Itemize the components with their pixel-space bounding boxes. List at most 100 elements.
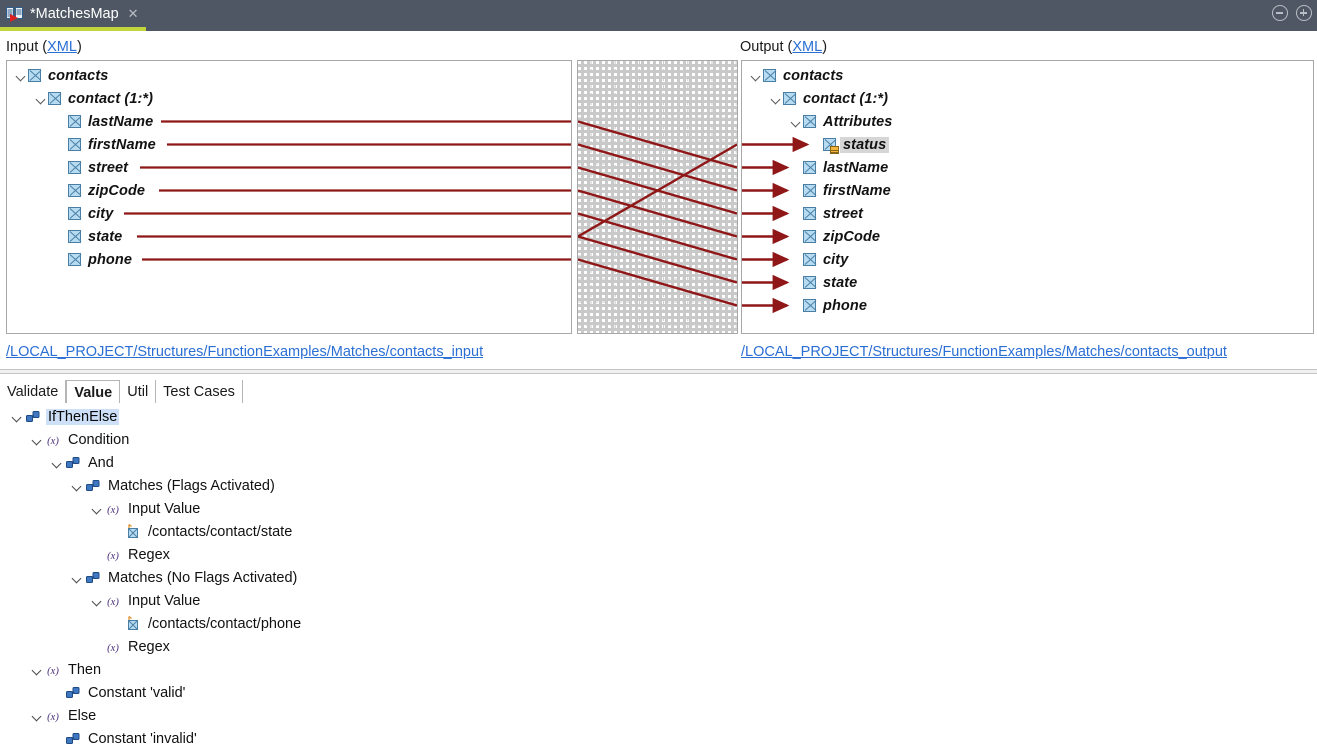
input-structure-path-link[interactable]: /LOCAL_PROJECT/Structures/FunctionExampl… [6, 344, 484, 360]
function-tree-item[interactable]: (x)Regex [90, 543, 172, 566]
tree-spacer [55, 248, 68, 271]
chevron-down-icon[interactable] [790, 110, 803, 133]
output-tree-item-row[interactable]: status [810, 133, 890, 156]
close-icon[interactable]: ✕ [127, 6, 139, 21]
editor-tab-matchesmap[interactable]: *MatchesMap ✕ [0, 0, 146, 31]
tab-label: Util [127, 384, 149, 400]
input-tree-item-row[interactable]: street [55, 156, 128, 179]
function-icon [85, 478, 101, 494]
chevron-down-icon[interactable] [50, 451, 65, 474]
output-tree-item-row[interactable]: firstName [790, 179, 891, 202]
svg-text:(x): (x) [107, 505, 119, 516]
function-tree-item-label: Condition [68, 431, 130, 448]
mapping-canvas[interactable] [577, 60, 738, 334]
input-tree-item-row[interactable]: zipCode [55, 179, 145, 202]
function-tree-item[interactable]: (x)Else [30, 704, 98, 727]
chevron-down-icon[interactable] [30, 704, 45, 727]
output-tree-item-label: city [823, 251, 849, 268]
function-tree-item[interactable]: /contacts/contact/state [110, 520, 294, 543]
output-tree-item-label: state [823, 274, 858, 291]
function-tree-item[interactable]: (x) Condition [30, 428, 131, 451]
chevron-down-icon[interactable] [70, 566, 85, 589]
chevron-down-icon[interactable] [770, 87, 783, 110]
function-tree-item[interactable]: Matches (No Flags Activated) [70, 566, 299, 589]
output-tree-item-row[interactable]: city [790, 248, 848, 271]
chevron-down-icon[interactable] [35, 87, 48, 110]
chevron-down-icon[interactable] [15, 64, 28, 87]
input-panel-caption: Input (XML) [6, 39, 82, 55]
output-tree-item-row[interactable]: contacts [750, 64, 843, 87]
function-tree-item-label: Matches (No Flags Activated) [108, 569, 298, 586]
function-tree-item[interactable]: (x)Input Value [90, 497, 202, 520]
element-icon [803, 253, 816, 266]
function-tree-item[interactable]: Matches (Flags Activated) [70, 474, 277, 497]
function-tree-item[interactable]: IfThenElse [10, 405, 120, 428]
function-tree-item-label: Regex [128, 638, 170, 655]
function-tree-item[interactable]: (x)Then [30, 658, 103, 681]
input-tree-item-row[interactable]: phone [55, 248, 132, 271]
output-tree-item-row[interactable]: lastName [790, 156, 888, 179]
tree-spacer [110, 520, 125, 543]
function-icon [65, 731, 81, 747]
function-tree-item[interactable]: And [50, 451, 116, 474]
function-tree-item[interactable]: Constant 'valid' [50, 681, 187, 704]
input-tree-item-row[interactable]: contact (1:*) [35, 87, 153, 110]
input-tree-item-label: contact (1:*) [68, 90, 154, 107]
output-tree-item-row[interactable]: state [790, 271, 857, 294]
function-tree-item[interactable]: /contacts/contact/phone [110, 612, 303, 635]
tree-spacer [55, 156, 68, 179]
input-tree-item-row[interactable]: city [55, 202, 113, 225]
chevron-down-icon[interactable] [30, 658, 45, 681]
input-caption-suffix: ) [76, 39, 82, 55]
output-structure-path-link[interactable]: /LOCAL_PROJECT/Structures/FunctionExampl… [741, 344, 1227, 360]
chevron-down-icon[interactable] [70, 474, 85, 497]
input-xml-link[interactable]: XML [47, 39, 77, 55]
minimize-button[interactable] [1272, 5, 1288, 21]
chevron-down-icon[interactable] [750, 64, 763, 87]
function-tree-item[interactable]: (x)Regex [90, 635, 172, 658]
chevron-down-icon[interactable] [90, 497, 105, 520]
variable-icon: (x) [45, 432, 61, 448]
function-icon [65, 455, 81, 471]
input-tree-item-row[interactable]: firstName [55, 133, 156, 156]
output-caption-suffix: ) [822, 39, 828, 55]
tab-value[interactable]: Value [66, 380, 121, 404]
output-tree-item-row[interactable]: Attributes [790, 110, 892, 133]
tree-spacer [810, 133, 823, 156]
tab-util[interactable]: Util [120, 380, 157, 404]
input-tree-item-label: zipCode [88, 182, 146, 199]
element-icon [68, 184, 81, 197]
function-tree-item[interactable]: Constant 'invalid' [50, 727, 199, 750]
panel-splitter[interactable] [0, 369, 1317, 374]
tab-validate[interactable]: Validate [0, 380, 67, 404]
function-tree-item-label: IfThenElse [46, 408, 120, 425]
maximize-button[interactable] [1296, 5, 1312, 21]
input-tree-item-row[interactable]: contacts [15, 64, 108, 87]
input-tree-item-row[interactable]: state [55, 225, 122, 248]
element-icon [48, 92, 61, 105]
output-tree-item-row[interactable]: phone [790, 294, 867, 317]
element-icon [803, 161, 816, 174]
editor-tab-label: *MatchesMap [30, 5, 119, 22]
element-icon [68, 230, 81, 243]
tab-test-cases[interactable]: Test Cases [156, 380, 243, 404]
input-tree-item-label: contacts [48, 67, 109, 84]
xpath-icon [125, 523, 141, 540]
tab-label: Value [74, 384, 113, 401]
tree-spacer [790, 271, 803, 294]
output-tree-item-row[interactable]: street [790, 202, 863, 225]
output-tree-item-row[interactable]: zipCode [790, 225, 880, 248]
input-tree-item-row[interactable]: lastName [55, 110, 153, 133]
tree-spacer [790, 202, 803, 225]
output-caption-prefix: Output ( [740, 39, 793, 55]
output-tree-item-row[interactable]: contact (1:*) [770, 87, 888, 110]
chevron-down-icon[interactable] [90, 589, 105, 612]
function-tree-item-label: Matches (Flags Activated) [108, 477, 275, 494]
function-tree-item[interactable]: (x)Input Value [90, 589, 202, 612]
chevron-down-icon[interactable] [10, 405, 25, 428]
chevron-down-icon[interactable] [30, 428, 45, 451]
output-xml-link[interactable]: XML [792, 39, 823, 55]
